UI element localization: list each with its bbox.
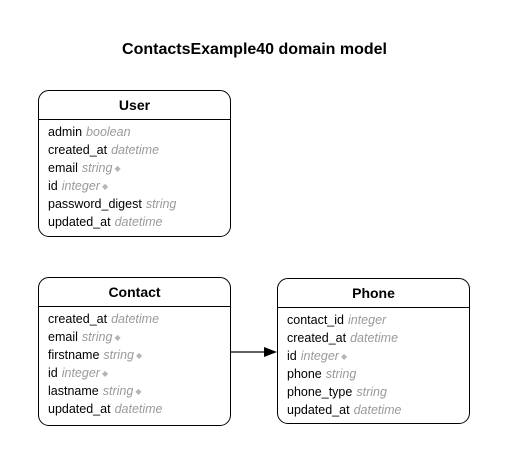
attribute-name: email — [48, 330, 78, 344]
attribute-type: datetime — [111, 143, 160, 157]
attribute-type: string — [356, 385, 387, 399]
required-icon: ◆ — [114, 164, 121, 173]
attribute-type: integer — [347, 313, 387, 327]
attribute-type: integer — [61, 366, 100, 380]
required-icon: ◆ — [101, 369, 109, 378]
attribute-type: string — [145, 197, 177, 211]
attribute-type: datetime — [114, 402, 163, 416]
attribute-name: updated_at — [48, 402, 111, 416]
attribute-name: id — [48, 366, 58, 380]
entity-header: Phone — [278, 279, 469, 308]
attribute-name: id — [287, 349, 297, 363]
attribute-name: updated_at — [48, 215, 111, 229]
required-icon: ◆ — [135, 351, 143, 360]
attribute-type: string — [81, 330, 113, 344]
attribute-name: admin — [48, 125, 83, 139]
attribute-type: datetime — [350, 331, 399, 345]
attribute-type: string — [102, 384, 134, 398]
required-icon: ◆ — [114, 333, 121, 342]
attribute-name: lastname — [48, 384, 99, 398]
attribute-name: updated_at — [287, 403, 350, 417]
entity-header: Contact — [39, 278, 230, 307]
entity-header: User — [39, 91, 230, 120]
attribute-type: datetime — [114, 215, 163, 229]
attribute-type: string — [81, 161, 113, 175]
attribute-name: password_digest — [48, 197, 142, 211]
attribute-name: phone_type — [287, 385, 353, 399]
diagram-title: ContactsExample40 domain model — [122, 41, 387, 58]
attribute-type: integer — [61, 179, 100, 193]
attribute-name: phone — [287, 367, 322, 381]
attribute-name: contact_id — [287, 313, 344, 327]
attribute-type: datetime — [111, 312, 160, 326]
required-icon: ◆ — [101, 182, 109, 191]
arrowhead-icon — [264, 347, 277, 357]
attribute-type: string — [325, 367, 357, 381]
attribute-type: boolean — [86, 125, 131, 139]
attribute-type: datetime — [353, 403, 402, 417]
attribute-type: string — [103, 348, 134, 362]
attribute-name: created_at — [48, 312, 108, 326]
attribute-name: email — [48, 161, 78, 175]
required-icon: ◆ — [340, 352, 348, 361]
required-icon: ◆ — [135, 387, 142, 396]
attribute-name: id — [48, 179, 58, 193]
attribute-name: created_at — [287, 331, 347, 345]
attribute-name: created_at — [48, 143, 108, 157]
attribute-name: firstname — [48, 348, 100, 362]
attribute-type: integer — [300, 349, 339, 363]
